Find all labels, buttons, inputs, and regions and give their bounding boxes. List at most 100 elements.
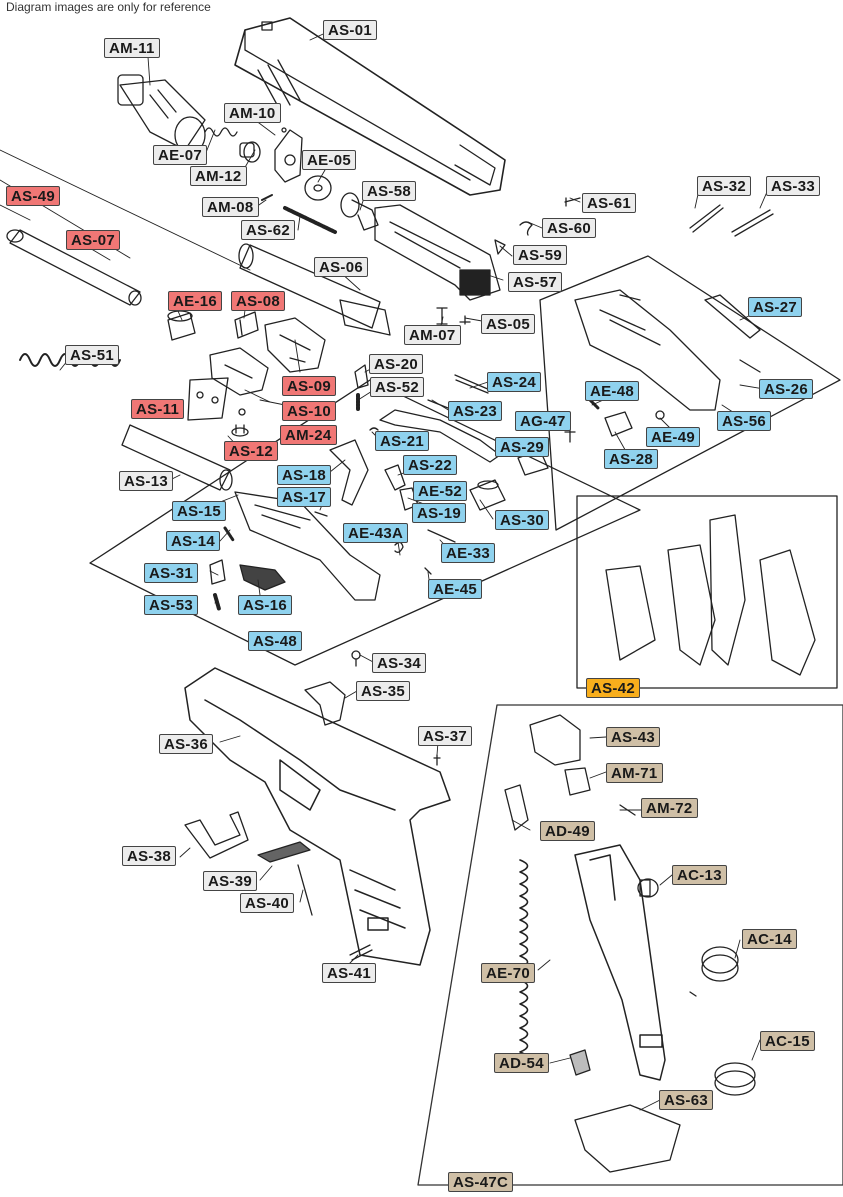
- part-as05: [459, 315, 471, 325]
- label-as-37[interactable]: AS-37: [418, 726, 473, 746]
- part-as21-spring: [369, 427, 379, 431]
- label-as-07[interactable]: AS-07: [66, 230, 121, 250]
- label-ae-70[interactable]: AE-70: [481, 963, 536, 983]
- label-ac-14[interactable]: AC-14: [742, 929, 797, 949]
- label-as-53[interactable]: AS-53: [144, 595, 199, 615]
- part-ae33: [427, 529, 456, 543]
- label-as-12[interactable]: AS-12: [224, 441, 279, 461]
- label-ad-54[interactable]: AD-54: [494, 1053, 549, 1073]
- label-ae-05[interactable]: AE-05: [302, 150, 357, 170]
- label-as-14[interactable]: AS-14: [166, 531, 221, 551]
- part-as06: [238, 243, 391, 336]
- label-as-09[interactable]: AS-09: [282, 376, 337, 396]
- label-ac-13[interactable]: AC-13: [672, 865, 727, 885]
- label-as-62[interactable]: AS-62: [241, 220, 296, 240]
- label-as-24[interactable]: AS-24: [487, 372, 542, 392]
- part-as22: [384, 464, 406, 491]
- part-ae70-spring: [519, 859, 529, 1065]
- label-as-52[interactable]: AS-52: [370, 377, 425, 397]
- label-as-49[interactable]: AS-49: [6, 186, 61, 206]
- label-as-26[interactable]: AS-26: [759, 379, 814, 399]
- label-as-30[interactable]: AS-30: [495, 510, 550, 530]
- label-as-32[interactable]: AS-32: [697, 176, 752, 196]
- part-as53-spring: [213, 593, 221, 611]
- label-as-59[interactable]: AS-59: [513, 245, 568, 265]
- label-as-01[interactable]: AS-01: [323, 20, 378, 40]
- label-as-27[interactable]: AS-27: [748, 297, 803, 317]
- part-am07: [436, 307, 448, 325]
- label-ae-45[interactable]: AE-45: [428, 579, 483, 599]
- label-as-11[interactable]: AS-11: [131, 399, 185, 419]
- label-as-40[interactable]: AS-40: [240, 893, 295, 913]
- label-as-57[interactable]: AS-57: [508, 272, 563, 292]
- label-am-08[interactable]: AM-08: [202, 197, 259, 217]
- label-am-12[interactable]: AM-12: [190, 166, 247, 186]
- label-as-16[interactable]: AS-16: [238, 595, 293, 615]
- label-as-08[interactable]: AS-08: [231, 291, 286, 311]
- label-as-23[interactable]: AS-23: [448, 401, 503, 421]
- label-am-24[interactable]: AM-24: [280, 425, 337, 445]
- label-as-34[interactable]: AS-34: [372, 653, 427, 673]
- label-as-47c[interactable]: AS-47C: [448, 1172, 514, 1192]
- label-as-42[interactable]: AS-42: [586, 678, 641, 698]
- label-ae-43a[interactable]: AE-43A: [343, 523, 409, 543]
- part-as28: [604, 411, 633, 437]
- label-as-05[interactable]: AS-05: [481, 314, 536, 334]
- part-as35: [304, 681, 346, 726]
- label-as-43[interactable]: AS-43: [606, 727, 661, 747]
- part-as62-spring: [283, 206, 337, 234]
- label-ae-33[interactable]: AE-33: [441, 543, 496, 563]
- part-am08: [261, 194, 273, 201]
- part-trigger-housing: [234, 491, 381, 601]
- label-as-10[interactable]: AS-10: [282, 401, 337, 421]
- label-am-72[interactable]: AM-72: [641, 798, 698, 818]
- part-am10: [274, 127, 303, 183]
- label-as-06[interactable]: AS-06: [314, 257, 369, 277]
- label-as-35[interactable]: AS-35: [356, 681, 411, 701]
- label-as-28[interactable]: AS-28: [604, 449, 659, 469]
- label-as-15[interactable]: AS-15: [172, 501, 227, 521]
- label-as-58[interactable]: AS-58: [362, 181, 417, 201]
- label-as-60[interactable]: AS-60: [542, 218, 597, 238]
- part-as40: [297, 864, 313, 916]
- label-ad-49[interactable]: AD-49: [540, 821, 595, 841]
- label-as-20[interactable]: AS-20: [369, 354, 424, 374]
- label-as-18[interactable]: AS-18: [277, 465, 332, 485]
- label-as-41[interactable]: AS-41: [322, 963, 377, 983]
- label-as-48[interactable]: AS-48: [248, 631, 303, 651]
- label-as-17[interactable]: AS-17: [277, 487, 332, 507]
- label-as-38[interactable]: AS-38: [122, 846, 177, 866]
- label-as-51[interactable]: AS-51: [65, 345, 120, 365]
- label-am-10[interactable]: AM-10: [224, 103, 281, 123]
- label-as-56[interactable]: AS-56: [717, 411, 772, 431]
- part-ad49: [504, 784, 529, 831]
- label-as-63[interactable]: AS-63: [659, 1090, 714, 1110]
- label-as-39[interactable]: AS-39: [203, 871, 258, 891]
- label-as-22[interactable]: AS-22: [403, 455, 458, 475]
- part-as38: [184, 811, 249, 859]
- label-as-36[interactable]: AS-36: [159, 734, 214, 754]
- label-ae-48[interactable]: AE-48: [585, 381, 640, 401]
- label-ae-49[interactable]: AE-49: [646, 427, 701, 447]
- label-as-33[interactable]: AS-33: [766, 176, 821, 196]
- label-am-71[interactable]: AM-71: [606, 763, 663, 783]
- part-as23: [427, 399, 449, 409]
- label-ae-52[interactable]: AE-52: [413, 481, 468, 501]
- label-am-07[interactable]: AM-07: [404, 325, 461, 345]
- label-as-19[interactable]: AS-19: [412, 503, 467, 523]
- group-outline-magazine: [417, 704, 843, 1186]
- part-am72: [619, 804, 636, 816]
- label-as-31[interactable]: AS-31: [144, 563, 199, 583]
- label-am-11[interactable]: AM-11: [104, 38, 160, 58]
- label-as-61[interactable]: AS-61: [582, 193, 637, 213]
- label-as-13[interactable]: AS-13: [119, 471, 174, 491]
- label-as-29[interactable]: AS-29: [495, 437, 550, 457]
- part-am71: [564, 767, 591, 796]
- label-ae-07[interactable]: AE-07: [153, 145, 208, 165]
- label-as-21[interactable]: AS-21: [375, 431, 430, 451]
- label-ac-15[interactable]: AC-15: [760, 1031, 815, 1051]
- label-ae-16[interactable]: AE-16: [168, 291, 223, 311]
- part-as20: [354, 364, 369, 389]
- part-trigger: [329, 439, 369, 506]
- label-ag-47[interactable]: AG-47: [515, 411, 571, 431]
